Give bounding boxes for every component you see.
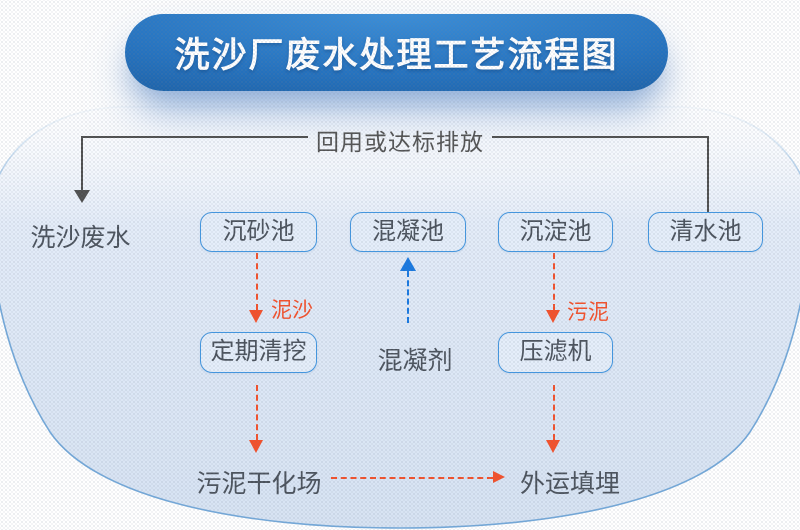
arrow-sed-to-press [553,253,555,310]
node-filter-press: 压滤机 [498,332,613,373]
node-landfill: 外运填埋 [519,470,620,498]
arrow-dredge-to-drying-head-icon [249,440,263,453]
discharge-arrowhead-icon [74,190,90,203]
node-grit-tank: 沉砂池 [200,212,317,252]
node-sludge-drying-yard: 污泥干化场 [196,470,322,498]
node-clearwater-tank: 清水池 [648,212,763,252]
discharge-label: 回用或达标排放 [316,129,484,155]
node-periodic-dredging: 定期清挖 [200,332,317,373]
backdrop-top-fade [0,96,800,221]
discharge-line-right [492,136,709,214]
page-title: 洗沙厂废水处理工艺流程图 [174,36,619,75]
arrow-drying-to-landfill-head-icon [493,471,505,483]
discharge-line-down [81,136,83,190]
discharge-line-left [82,136,308,138]
node-coagulation-tank: 混凝池 [350,212,466,252]
arrow-dredge-to-drying [256,385,258,440]
arrow-press-to-landfill-head-icon [546,440,560,453]
node-wastewater: 洗沙废水 [30,224,131,252]
arrow-grit-to-dredge-head-icon [249,310,263,323]
edge-label-sludge: 污泥 [567,301,609,324]
arrow-press-to-landfill [553,385,555,440]
node-coagulant: 混凝剂 [377,347,453,375]
arrow-sed-to-press-head-icon [546,310,560,323]
arrow-coagulant-head-icon [400,257,416,271]
title-banner: 洗沙厂废水处理工艺流程图 [125,14,668,91]
arrow-grit-to-dredge [256,253,258,310]
node-sedimentation-tank: 沉淀池 [498,212,613,252]
edge-label-silt: 泥沙 [271,299,313,322]
arrow-coagulant-to-tank [407,271,409,323]
arrow-drying-to-landfill [331,477,493,479]
